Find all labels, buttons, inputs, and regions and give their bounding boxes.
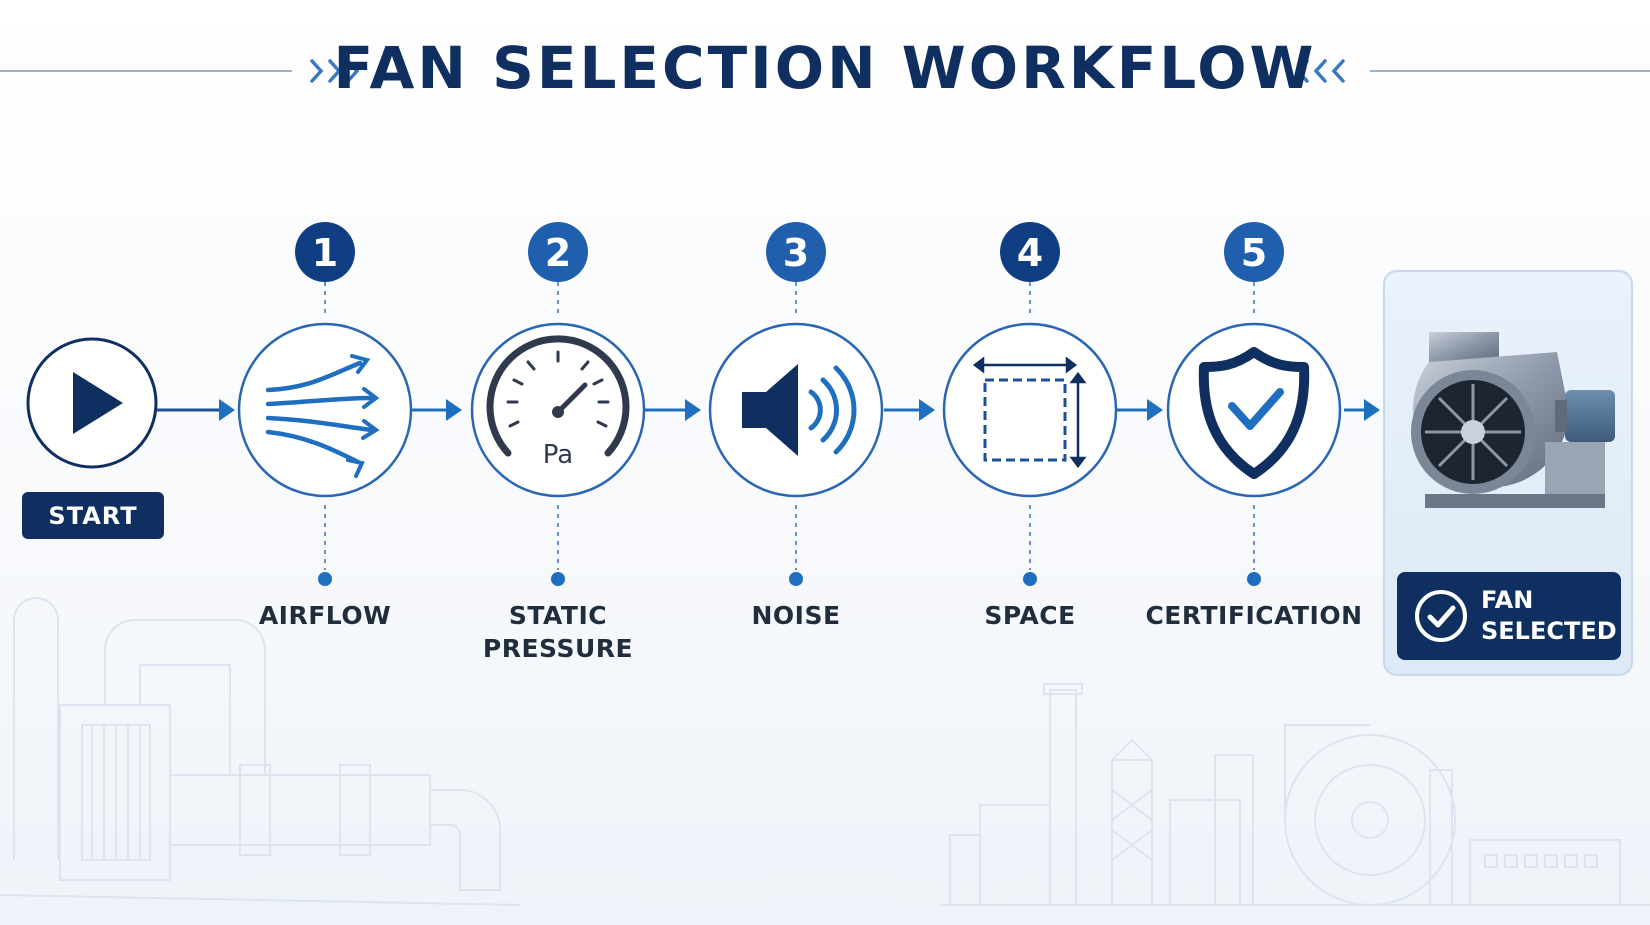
step-label-certification: CERTIFICATION	[1134, 599, 1374, 632]
step-label-noise: NOISE	[676, 599, 916, 632]
fan-selected-badge: FAN SELECTED	[1397, 572, 1621, 660]
result-label-line: FAN	[1481, 586, 1534, 614]
flow-arrows	[157, 399, 1380, 421]
page-title: FAN SELECTION WORKFLOW	[333, 34, 1317, 102]
step-badge-5: 5	[1224, 222, 1284, 282]
result-label-line: SELECTED	[1481, 617, 1617, 645]
step-badge-2: 2	[528, 222, 588, 282]
step-label-line: NOISE	[751, 601, 841, 630]
step-label-space: SPACE	[910, 599, 1150, 632]
step-label-line: CERTIFICATION	[1145, 601, 1363, 630]
step-label-static-pressure: STATIC PRESSURE	[438, 599, 678, 665]
step-badge-4: 4	[1000, 222, 1060, 282]
step-badge-1: 1	[295, 222, 355, 282]
step-number: 3	[783, 231, 809, 275]
airflow-arrows-icon	[265, 354, 380, 478]
step-number: 2	[545, 231, 571, 275]
play-icon	[73, 372, 123, 434]
start-label: START	[22, 492, 164, 539]
gauge-unit-label: Pa	[543, 440, 573, 470]
pressure-gauge-icon: Pa	[486, 335, 630, 470]
chevron-right-decoration-icon	[310, 59, 360, 83]
speaker-icon	[742, 364, 857, 456]
fan-selected-label: FAN SELECTED	[1481, 585, 1617, 647]
start-node	[26, 337, 158, 469]
chevron-left-decoration-icon	[1295, 59, 1345, 83]
check-circle-icon	[1415, 590, 1467, 642]
centrifugal-fan-illustration	[1411, 332, 1615, 508]
step-label-airflow: AIRFLOW	[205, 599, 445, 632]
shield-check-icon	[1198, 347, 1310, 479]
space-dimensions-icon	[972, 356, 1087, 469]
step-label-line: SPACE	[984, 601, 1076, 630]
step-label-line: AIRFLOW	[258, 601, 392, 630]
step-label-line: STATIC	[508, 601, 608, 630]
step-badge-3: 3	[766, 222, 826, 282]
step-number: 4	[1017, 231, 1043, 275]
step-number: 1	[312, 231, 338, 275]
step-label-line: PRESSURE	[482, 634, 634, 663]
step-leader-dots	[318, 572, 1261, 586]
step-number: 5	[1241, 231, 1267, 275]
step-leader-lines	[324, 282, 1255, 570]
